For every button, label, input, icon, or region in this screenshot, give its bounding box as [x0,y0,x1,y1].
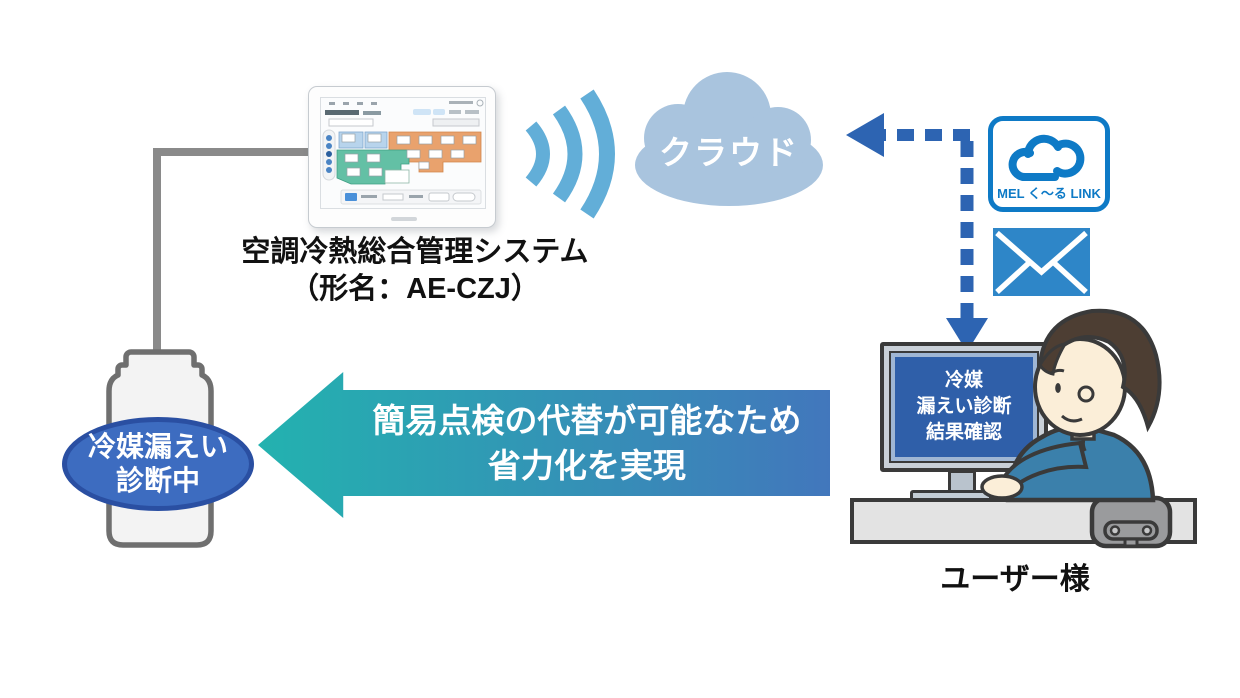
connector-line-vertical [153,148,161,356]
tablet-brand-mark [391,217,417,221]
benefit-arrow: 簡易点検の代替が可能なため 省力化を実現 [258,372,830,518]
eye [1055,383,1061,393]
down-arrowhead-icon [946,318,988,352]
mel-kuru-link-logo: MEL く〜る LINK [988,116,1110,212]
email-icon [993,228,1090,296]
tablet-device [308,86,496,228]
management-system-label: 空調冷熱総合管理システム （形名：AE-CZJ） [205,234,625,308]
connector-line-horizontal [153,148,319,156]
user-person [980,308,1162,503]
user-scene [850,308,1197,549]
diagnosis-status-badge: 冷媒漏えい 診断中 [62,417,254,511]
mel-cloud-mark-icon [1008,134,1085,181]
left-arrowhead-icon [846,113,884,157]
diagnosis-result-screen: 冷媒 漏えい診断 結果確認 [891,353,1037,461]
cloud-label: クラウド [659,134,799,171]
user-monitor: 冷媒 漏えい診断 結果確認 [880,342,1048,472]
floor-plan-ui [322,99,484,205]
mel-logo-label: MEL く〜る LINK [997,186,1101,201]
badge-line-2: 診断中 [115,465,200,496]
user-label: ユーザー様 [940,563,1090,596]
badge-line-1: 冷媒漏えい [87,431,228,462]
eyebrow [1050,368,1065,375]
office-chair [1089,495,1173,549]
benefit-line-2: 省力化を実現 [487,446,686,484]
hand [980,474,1024,500]
hair [1038,308,1162,433]
management-system-model: （形名：AE-CZJ） [290,273,540,305]
screen-line-3: 結果確認 [925,422,1002,443]
smile [1061,414,1083,423]
benefit-arrow-text: 簡易点検の代替が可能なため 省力化を実現 [344,390,830,497]
screen-line-1: 冷媒 [944,370,983,391]
wifi-signal-icon [525,89,615,219]
benefit-line-1: 簡易点検の代替が可能なため [372,401,802,439]
screen-line-2: 漏えい診断 [916,396,1012,417]
data-flow-dashed-arrow [846,113,988,352]
management-system-screen [320,97,486,209]
ear [1077,385,1095,403]
cloud: クラウド [620,58,838,210]
management-system-name: 空調冷熱総合管理システム [241,236,589,268]
cloud-shape-icon [635,72,823,206]
hair-fringe [1038,342,1068,376]
